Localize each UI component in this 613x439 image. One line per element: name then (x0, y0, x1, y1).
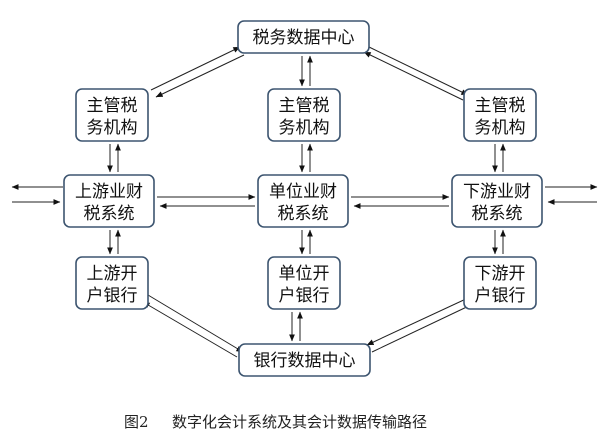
arrow-4 (363, 51, 464, 101)
node-label-line2: 户银行 (279, 286, 330, 306)
arrow-28 (142, 301, 238, 358)
arrow-31 (371, 303, 474, 353)
node-box (463, 88, 537, 142)
node-box (451, 174, 543, 228)
node-label: 银行数据中心 (254, 351, 356, 371)
node-box (267, 256, 341, 310)
node-label-line1: 单位业财 (269, 182, 337, 202)
node-box (63, 174, 155, 228)
node-label-line1: 下游业财 (463, 182, 531, 202)
connection-arrows (11, 45, 598, 358)
node-box (75, 88, 149, 142)
arrow-1 (150, 46, 241, 91)
node-bank-data-center: 银行数据中心 (238, 343, 371, 377)
node-label-line1: 主管税 (475, 96, 526, 116)
node-box (238, 343, 371, 377)
arrow-3 (366, 45, 469, 96)
node-label-line2: 务机构 (87, 118, 138, 138)
node-tax-data-center: 税务数据中心 (237, 20, 370, 54)
arrow-32 (366, 297, 469, 346)
node-box (257, 174, 349, 228)
figure-caption-label: 图2 (124, 413, 149, 431)
node-box (237, 20, 370, 54)
arrow-27 (147, 294, 244, 353)
node-tax-authority-left: 主管税 务机构 (75, 88, 149, 142)
node-label-line1: 上游业财 (75, 182, 143, 202)
node-box (75, 256, 149, 310)
node-unit-bank: 单位开 户银行 (267, 256, 341, 310)
node-downstream-system: 下游业财 税系统 (451, 174, 543, 228)
node-label-line2: 税系统 (84, 204, 135, 224)
node-label-line2: 户银行 (87, 286, 138, 306)
node-box (463, 256, 537, 310)
node-downstream-bank: 下游开 户银行 (463, 256, 537, 310)
node-label-line2: 务机构 (279, 118, 330, 138)
node-upstream-bank: 上游开 户银行 (75, 256, 149, 310)
node-label-line1: 主管税 (87, 96, 138, 116)
node-label-line2: 税系统 (472, 204, 523, 224)
node-label-line1: 下游开 (475, 264, 526, 284)
node-tax-authority-center: 主管税 务机构 (267, 88, 341, 142)
node-box (267, 88, 341, 142)
node-label-line1: 单位开 (279, 264, 330, 284)
node-upstream-system: 上游业财 税系统 (63, 174, 155, 228)
node-unit-system: 单位业财 税系统 (257, 174, 349, 228)
node-label-line1: 主管税 (279, 96, 330, 116)
node-tax-authority-right: 主管税 务机构 (463, 88, 537, 142)
node-label-line2: 务机构 (475, 118, 526, 138)
arrow-2 (155, 54, 245, 98)
figure-caption-text: 数字化会计系统及其会计数据传输路径 (172, 413, 427, 431)
node-label-line1: 上游开 (87, 264, 138, 284)
node-label: 税务数据中心 (253, 28, 355, 48)
node-label-line2: 户银行 (475, 286, 526, 306)
node-label-line2: 税系统 (278, 204, 329, 224)
